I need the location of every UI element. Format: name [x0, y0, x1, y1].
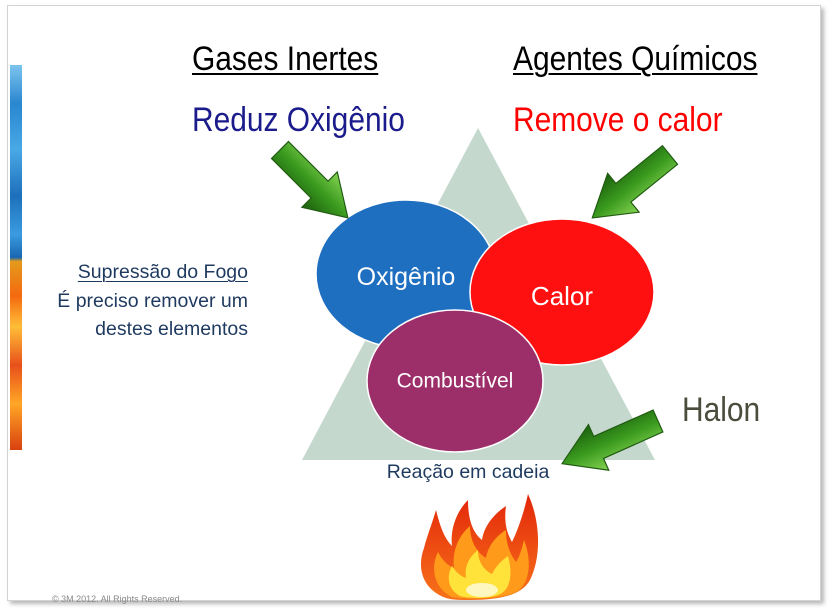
side-image-strip — [10, 65, 22, 450]
oxygen-label: Oxigênio — [357, 263, 456, 291]
copyright-footer: © 3M 2012. All Rights Reserved. — [52, 594, 183, 604]
fuel-circle: Combustível — [366, 309, 544, 453]
chain-reaction-label: Reação em cadeia — [386, 461, 550, 483]
side-note-title: Supressão do Fogo — [77, 261, 248, 283]
side-note-line-2: destes elementos — [95, 318, 248, 340]
subheading-removes-heat: Remove o calor — [513, 101, 723, 139]
side-note: Supressão do Fogo É preciso remover um d… — [30, 258, 248, 344]
subheading-reduces-oxygen: Reduz Oxigênio — [192, 101, 405, 139]
heading-chemical-agents: Agentes Químicos — [513, 40, 758, 78]
arrow-down-right-icon — [270, 140, 349, 219]
arrow-left-icon — [561, 409, 664, 472]
arrow-down-left-icon — [591, 144, 679, 219]
fuel-circle-shape — [366, 309, 544, 453]
halon-label: Halon — [682, 391, 761, 429]
fire-icon — [420, 494, 539, 600]
heat-circle-shape — [469, 218, 655, 366]
heading-inert-gases: Gases Inertes — [192, 40, 379, 78]
fire-icon-core — [466, 583, 498, 597]
heat-circle: Calor — [469, 218, 655, 366]
heat-label: Calor — [531, 281, 593, 311]
side-note-line-1: É preciso remover um — [57, 289, 248, 312]
fuel-label: Combustível — [397, 370, 514, 393]
